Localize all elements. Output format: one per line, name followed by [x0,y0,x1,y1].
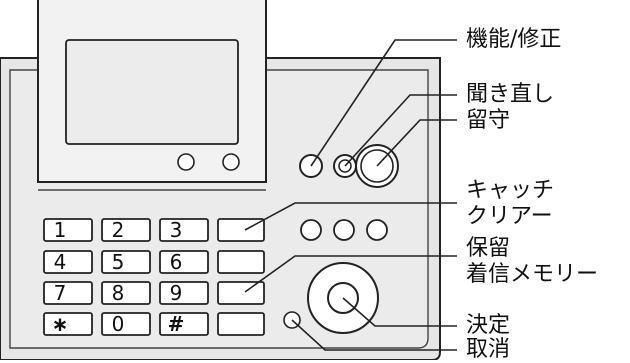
keypad-key-label: 6 [170,250,183,274]
leader-decide [342,297,457,327]
keypad-key-frame[interactable] [101,281,151,305]
keypad-key-label: ∗ [52,312,69,336]
label-catch: キャッチ [466,178,555,203]
keypad-key[interactable]: 4 [43,250,93,274]
keypad-key-frame[interactable] [101,250,151,274]
catch-clear-button[interactable] [217,218,265,242]
keypad-key[interactable]: 9 [159,281,209,305]
label-answering: 留守 [466,108,511,133]
keypad-key[interactable]: 8 [101,281,151,305]
label-recheck: 聞き直し [466,82,555,107]
leader-catch-clear [244,202,457,231]
label-decide: 決定 [466,313,511,338]
answering-icon [360,149,394,183]
label-memory: 着信メモリー [466,262,599,287]
ear-icon [338,159,352,173]
keypad-key-label: 2 [112,218,125,242]
keypad-key[interactable]: # [159,312,209,336]
keypad-key[interactable]: 2 [101,218,151,242]
keypad-key-frame[interactable] [159,281,209,305]
side-button-4[interactable] [217,312,265,336]
keypad-key-label: 1 [54,218,67,242]
keypad-key-label: 4 [54,250,67,274]
leader-recheck [344,94,457,167]
leader-answering [376,119,457,167]
keypad-key[interactable]: 0 [101,312,151,336]
keypad-key-frame[interactable] [43,281,93,305]
keypad-key-frame[interactable] [101,312,151,336]
keypad: 1 2 3 4 5 6 7 8 9 ∗ 0 # [43,218,209,336]
keypad-key-frame[interactable] [159,250,209,274]
keypad-key[interactable]: ∗ [43,312,93,336]
keypad-key[interactable]: 7 [43,281,93,305]
round-button-2[interactable] [333,219,355,241]
keypad-key-label: # [168,312,185,336]
display-screen [65,39,239,145]
round-button-3[interactable] [366,219,388,241]
keypad-key-frame[interactable] [43,218,93,242]
keypad-key-label: 5 [112,250,125,274]
keypad-key-frame[interactable] [159,312,209,336]
leader-hold-memory [244,255,457,293]
display-button-right[interactable] [222,153,240,171]
keypad-key-frame[interactable] [43,312,93,336]
keypad-key-label: 9 [170,281,183,305]
side-button-2[interactable] [217,250,265,274]
leader-function-fix [310,39,457,167]
keypad-key-label: 8 [112,281,125,305]
leader-cancel [291,319,457,351]
label-hold: 保留 [466,236,511,261]
keypad-key-label: 0 [112,312,125,336]
round-button-1[interactable] [300,219,322,241]
keypad-key[interactable]: 1 [43,218,93,242]
keypad-key-label: 3 [170,218,183,242]
keypad-key-frame[interactable] [159,218,209,242]
keypad-key-label: 7 [54,281,67,305]
keypad-key[interactable]: 6 [159,250,209,274]
display-button-left[interactable] [177,153,195,171]
keypad-key-frame[interactable] [43,250,93,274]
leader-lines [244,39,457,351]
keypad-key-frame[interactable] [101,218,151,242]
label-function-fix: 機能/修正 [466,27,562,52]
hold-memory-button[interactable] [217,281,265,305]
keypad-key[interactable]: 5 [101,250,151,274]
label-clear: クリアー [466,204,553,229]
label-cancel: 取消 [466,337,511,362]
keypad-key[interactable]: 3 [159,218,209,242]
